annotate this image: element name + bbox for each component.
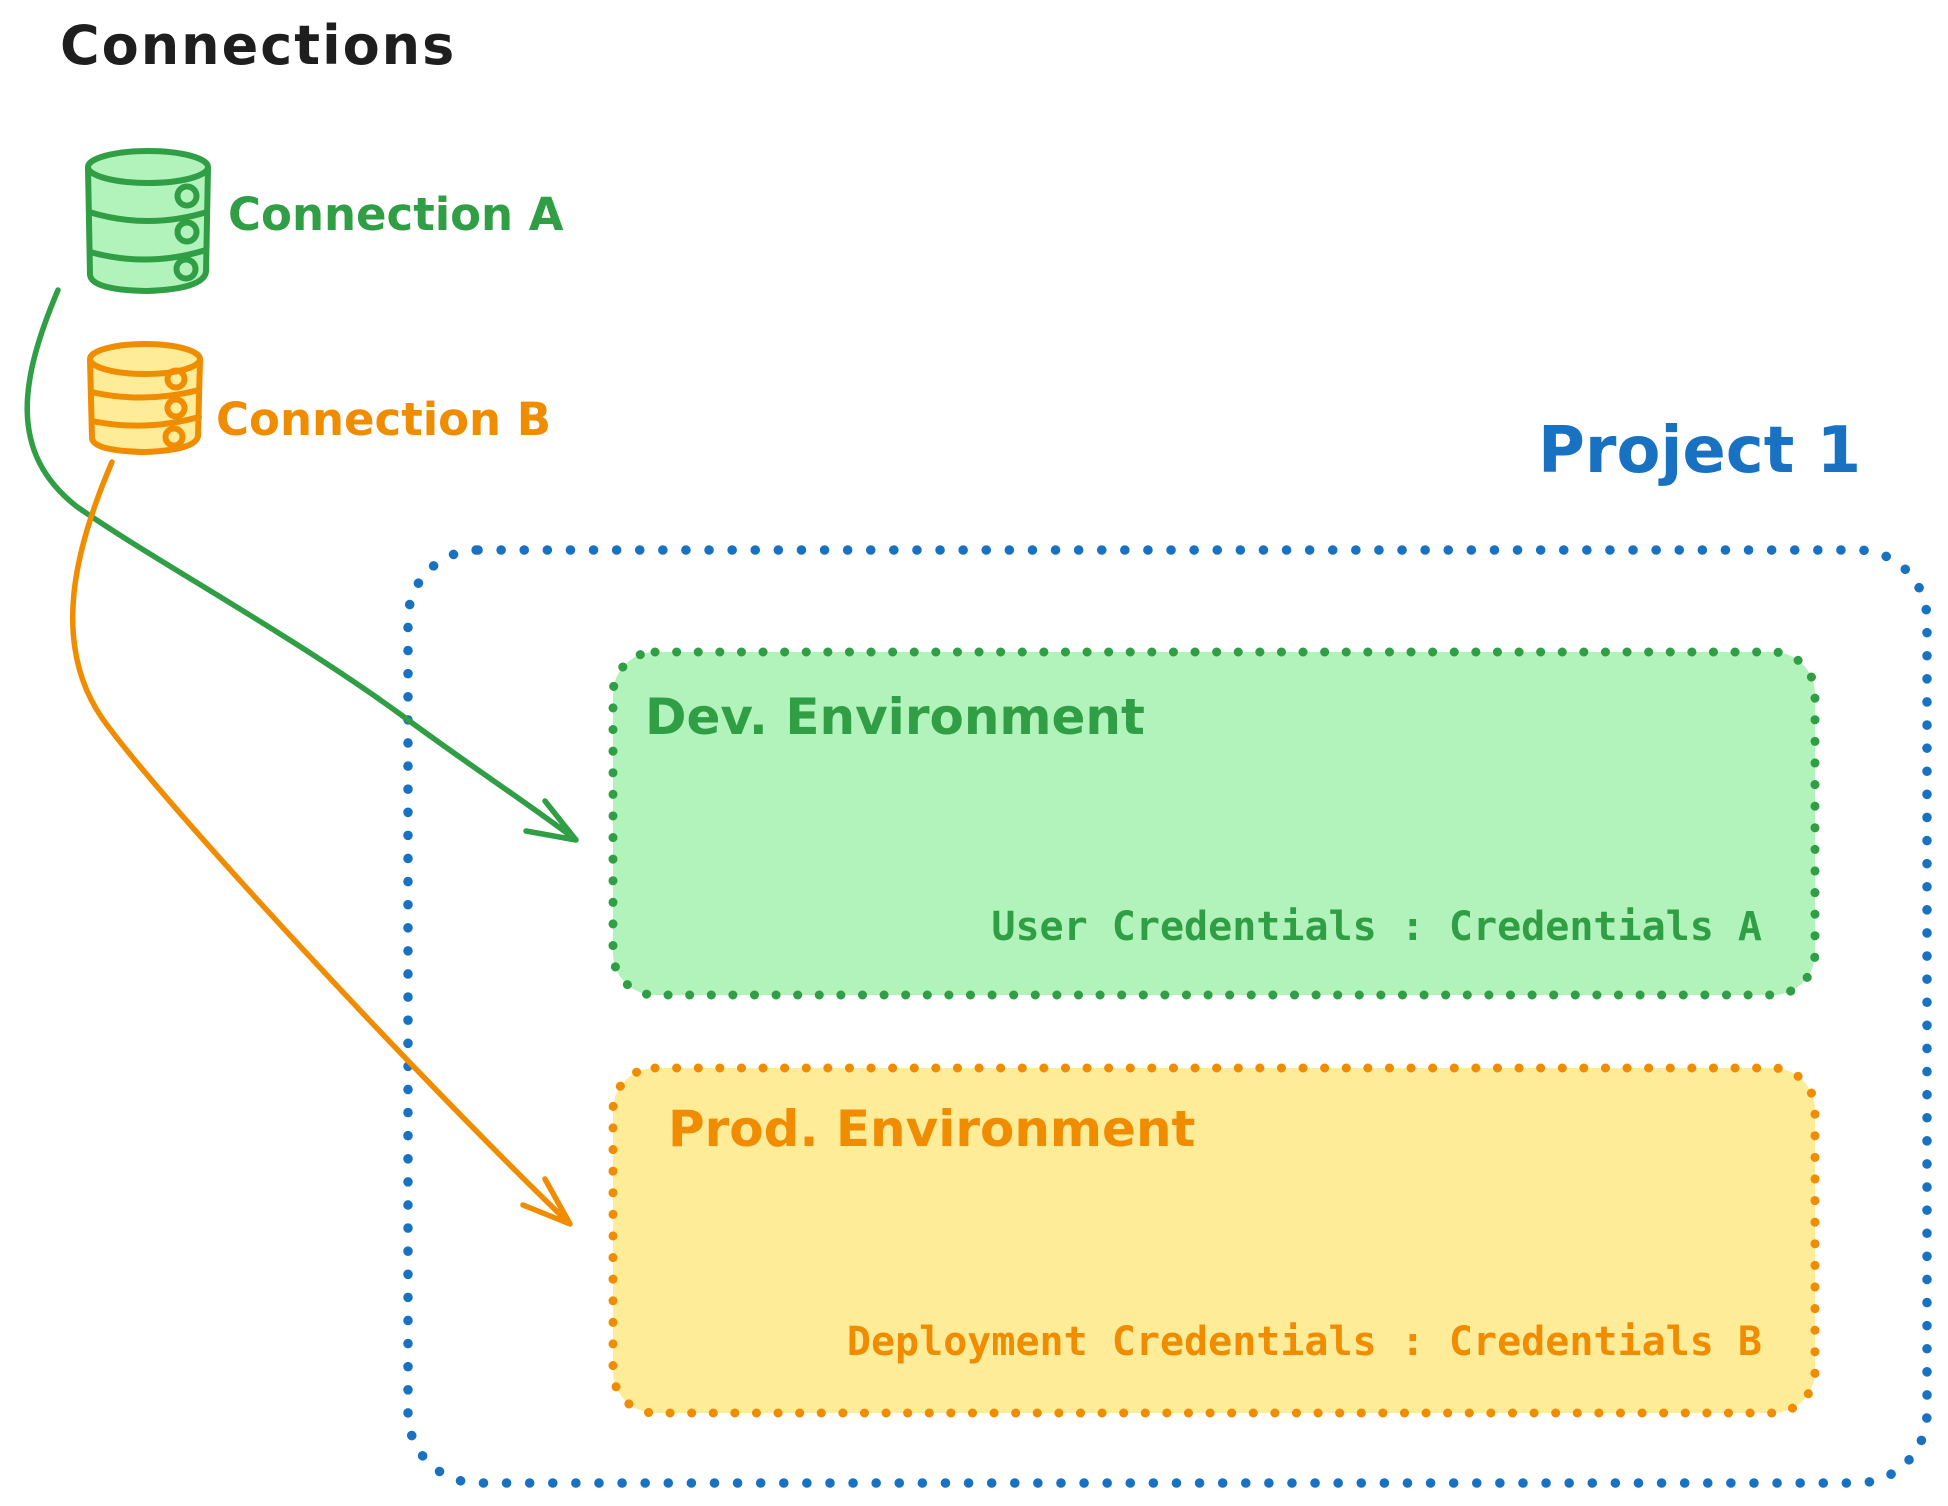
dev-environment-credentials: User Credentials : Credentials A	[991, 904, 1762, 950]
connections-title: Connections	[60, 14, 457, 77]
prod-environment-credentials: Deployment Credentials : Credentials B	[846, 1319, 1762, 1365]
arrow-connection-b-to-prod	[69, 459, 573, 1227]
database-icon-connection-a	[85, 148, 211, 294]
database-dot	[164, 396, 188, 420]
prod-environment-name: Prod. Environment	[668, 1100, 1196, 1158]
database-dot	[174, 183, 200, 209]
dev-environment-box	[608, 647, 1820, 1000]
project-boundary-box	[403, 545, 1932, 1488]
dev-environment-name: Dev. Environment	[645, 688, 1145, 746]
database-dot	[162, 425, 186, 449]
database-divider	[86, 209, 210, 224]
database-divider	[87, 247, 209, 263]
database-dot	[174, 219, 200, 245]
connection-a-label: Connection A	[228, 188, 564, 241]
database-top	[85, 148, 211, 186]
database-top	[87, 341, 203, 377]
database-dot	[173, 256, 199, 282]
database-icon-connection-b	[87, 341, 203, 455]
database-divider	[88, 387, 202, 401]
prod-environment-box	[608, 1063, 1820, 1418]
database-divider	[89, 414, 202, 429]
project-title: Project 1	[1538, 414, 1862, 488]
connection-b-label: Connection B	[216, 393, 552, 446]
arrow-connection-a-to-dev	[24, 287, 579, 843]
database-dot	[164, 367, 188, 391]
